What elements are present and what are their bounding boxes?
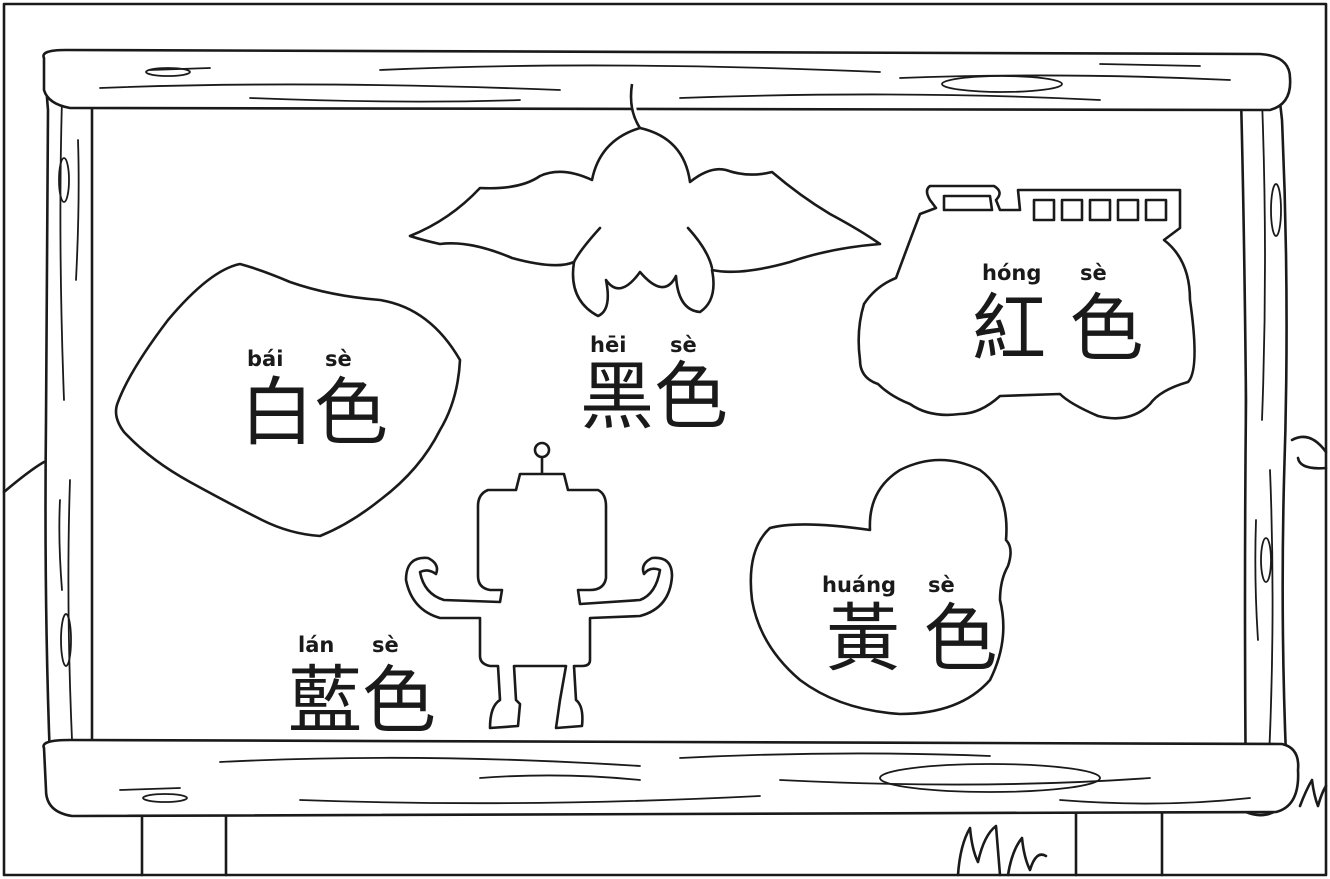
- red-hanzi: 紅 色: [972, 286, 1144, 372]
- white-pinyin-2: sè: [325, 347, 352, 371]
- fire-truck-shape: [857, 184, 1196, 420]
- grass-tuft: [956, 824, 1048, 877]
- label-white: bái sè 白色: [240, 347, 388, 456]
- bat-shape: [408, 83, 882, 318]
- truck-siren: [942, 194, 994, 212]
- label-red: hóng sè 紅 色: [972, 261, 1144, 372]
- right-plank-grain: [1254, 99, 1274, 781]
- top-knot-1: [145, 67, 191, 77]
- red-pinyin-2: sè: [1080, 261, 1107, 285]
- right-bush-detail: [1296, 456, 1328, 470]
- left-knot-1: [58, 157, 70, 203]
- black-hanzi: 黑色: [580, 354, 728, 440]
- left-hill: [2, 460, 46, 494]
- black-pinyin-1: hēi: [590, 333, 626, 357]
- right-post: [1074, 808, 1164, 877]
- truck-ladder-rung-2: [1060, 198, 1084, 222]
- robot-shape: [404, 472, 674, 730]
- robot-antenna-ball: [533, 441, 551, 459]
- label-blue: lán sè 藍色: [288, 633, 436, 744]
- right-bush: [1290, 435, 1328, 454]
- duck-shape: [749, 458, 1012, 716]
- yellow-pinyin-1: huáng: [822, 573, 896, 597]
- right-knot-2: [1260, 537, 1272, 583]
- left-post: [140, 808, 228, 877]
- red-pinyin-1: hóng: [982, 261, 1041, 285]
- bottom-knot-1: [142, 793, 188, 803]
- yellow-hanzi: 黃 色: [826, 596, 998, 682]
- blue-pinyin-2: sè: [372, 633, 399, 657]
- grass-tuft-right: [1298, 778, 1328, 808]
- truck-ladder-rung-5: [1144, 198, 1168, 222]
- truck-ladder-rung-1: [1032, 198, 1056, 222]
- top-plank: [42, 48, 1292, 112]
- white-hanzi: 白色: [240, 370, 388, 456]
- left-plank-grain: [58, 99, 80, 741]
- right-knot-1: [1270, 183, 1282, 237]
- label-black: hēi sè 黑色: [580, 333, 728, 440]
- left-knot-2: [60, 613, 72, 667]
- yellow-pinyin-2: sè: [928, 573, 955, 597]
- truck-ladder-rung-3: [1088, 198, 1112, 222]
- blue-hanzi: 藍色: [288, 658, 436, 744]
- lemon-shape: [114, 262, 462, 538]
- top-knot-2: [941, 75, 1063, 93]
- bottom-plank: [42, 738, 1300, 818]
- truck-ladder-rung-4: [1116, 198, 1140, 222]
- blue-pinyin-1: lán: [298, 633, 334, 657]
- bottom-knot-2: [879, 763, 1101, 793]
- bottom-plank-grain: [119, 752, 1251, 805]
- white-pinyin-1: bái: [247, 347, 283, 371]
- black-pinyin-2: sè: [670, 333, 697, 357]
- label-yellow: huáng sè 黃 色: [822, 573, 998, 682]
- bat-ears: [572, 226, 714, 270]
